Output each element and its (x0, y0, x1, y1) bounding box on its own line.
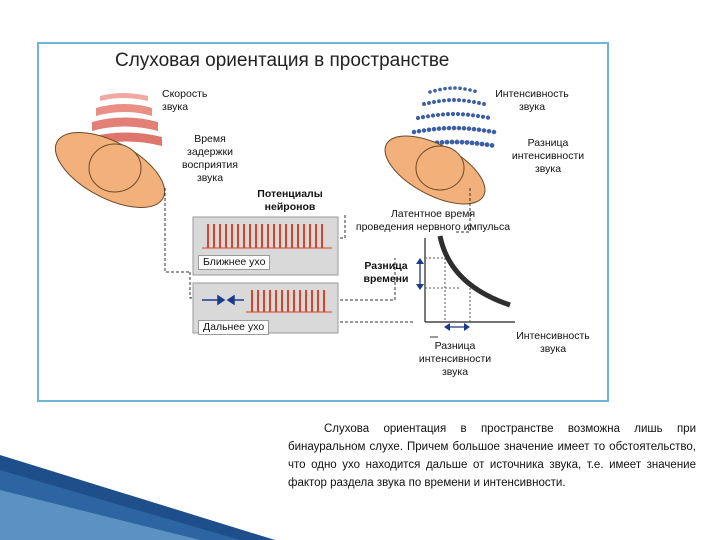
wave-dot (465, 112, 471, 117)
wave-dot (475, 113, 481, 119)
wave-dot (440, 112, 446, 117)
wave-dot (441, 126, 447, 131)
wave-dot (444, 139, 450, 145)
wave-dot (458, 86, 462, 91)
wave-dot (474, 140, 480, 146)
wave-dot (486, 128, 492, 134)
left-head (54, 132, 166, 208)
wave-dot (485, 115, 491, 120)
wave-dot (428, 90, 432, 94)
wave-dot (467, 99, 471, 104)
near-ear-pulses (202, 224, 332, 249)
description-paragraph: Слухова ориентация в пространстве возмож… (288, 423, 696, 489)
wave-dot (476, 127, 482, 133)
wave-dot (472, 100, 476, 104)
far-ear-pulses (246, 290, 332, 313)
latency-graph (416, 235, 515, 338)
near-ear-label: Ближнее ухо (198, 255, 271, 270)
wave-dot (455, 111, 461, 117)
wave-dot (437, 99, 441, 104)
wave-dot (425, 114, 431, 119)
wave-dot (427, 101, 431, 105)
wave-dot (460, 112, 466, 117)
wave-dot (482, 102, 486, 106)
wave-dot (421, 128, 427, 133)
wave-dot (453, 86, 457, 90)
wave-dot (480, 114, 486, 119)
wave-dot (426, 127, 432, 133)
wave-dot (459, 139, 465, 145)
wave-dot (443, 86, 447, 91)
wave-dot (435, 112, 441, 118)
wave-dot (491, 129, 497, 135)
wave-dot (445, 112, 451, 117)
wave-dot (456, 125, 462, 131)
wave-dot (479, 141, 485, 147)
wave-dot (481, 128, 487, 133)
wave-dot (469, 140, 475, 146)
delay-arrows (202, 294, 244, 306)
wave-dot (462, 98, 466, 103)
wave-dot (439, 139, 445, 145)
wave-dot (477, 101, 481, 105)
wave-dot (463, 87, 467, 91)
wave-dot (422, 102, 426, 106)
wave-dot (470, 113, 476, 118)
slide-title: Слуховая ориентация в пространстве (115, 50, 450, 71)
wave-dot (452, 98, 456, 102)
left-sound-waves (90, 93, 162, 146)
wave-dot (442, 98, 446, 103)
wave-dot (436, 126, 442, 131)
wave-dot (411, 129, 417, 135)
wave-dot (430, 113, 436, 118)
far-ear-label: Дальнее ухо (198, 320, 270, 335)
wave-dot (450, 111, 456, 117)
wave-dot (448, 86, 452, 90)
wave-dot (454, 139, 460, 145)
wave-dot (449, 139, 455, 145)
wave-dot (446, 125, 452, 131)
wave-dot (433, 88, 437, 93)
wave-dot (471, 126, 477, 132)
dashed-connectors (164, 188, 471, 323)
right-head (384, 135, 486, 205)
wave-dot (447, 98, 451, 103)
wave-dot (438, 87, 442, 92)
wave-dot (451, 125, 457, 131)
wave-dot (484, 142, 490, 148)
wave-dot (416, 128, 422, 134)
wave-dot (432, 100, 436, 104)
wave-dot (468, 88, 472, 92)
wave-dot (431, 126, 437, 132)
wave-dot (415, 115, 421, 121)
wave-dot (466, 126, 472, 131)
wave-dot (461, 126, 467, 131)
wave-dot (473, 89, 477, 94)
wave-dot (489, 143, 495, 148)
wave-dot (420, 115, 426, 120)
wave-dot (457, 98, 461, 103)
wave-dot (464, 140, 470, 145)
